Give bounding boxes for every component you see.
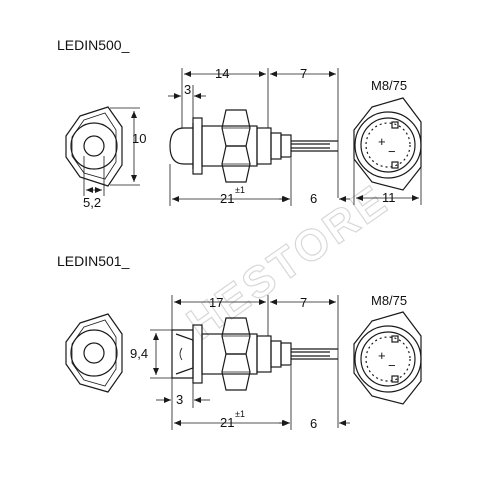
bottom-title: LEDIN501_ <box>57 253 130 269</box>
top-front-view: 10 5,2 <box>65 106 146 210</box>
top-mount-label: M8/75 <box>371 78 407 93</box>
bottom-side-view: 9,4 17 7 <box>130 295 350 431</box>
top-rear-view: + − 11 <box>353 97 422 205</box>
top-side-view: 14 7 3 21 ±1 6 <box>168 66 350 206</box>
bottom-dim-21: 21 <box>220 415 234 430</box>
top-dim-14: 14 <box>215 66 229 81</box>
top-plus-mark: + <box>378 134 386 149</box>
bottom-dim-21-tol: ±1 <box>235 409 245 419</box>
watermark: HESTORE <box>178 175 398 350</box>
bottom-rear-view: + − <box>353 311 422 405</box>
bottom-front-view <box>65 313 123 393</box>
bottom-dim-7: 7 <box>300 295 307 310</box>
top-dim-7: 7 <box>300 66 307 81</box>
top-dim-21-tol: ±1 <box>235 185 245 195</box>
top-minus-mark: − <box>388 144 396 159</box>
bottom-dim-17: 17 <box>209 295 223 310</box>
watermark-text: HESTORE <box>178 175 397 349</box>
top-title: LEDIN500_ <box>57 37 130 53</box>
top-dim-3: 3 <box>184 82 191 97</box>
top-dim-11: 11 <box>382 190 396 205</box>
bottom-minus-mark: − <box>388 358 396 373</box>
bottom-dim-9-4: 9,4 <box>130 346 148 361</box>
top-dim-6: 6 <box>310 191 317 206</box>
top-dim-5-2: 5,2 <box>83 195 101 210</box>
bottom-dim-3: 3 <box>176 392 183 407</box>
bottom-plus-mark: + <box>378 348 386 363</box>
top-dim-10: 10 <box>132 131 146 146</box>
bottom-dim-6: 6 <box>310 416 317 431</box>
bottom-mount-label: M8/75 <box>371 293 407 308</box>
top-dim-21: 21 <box>220 191 234 206</box>
